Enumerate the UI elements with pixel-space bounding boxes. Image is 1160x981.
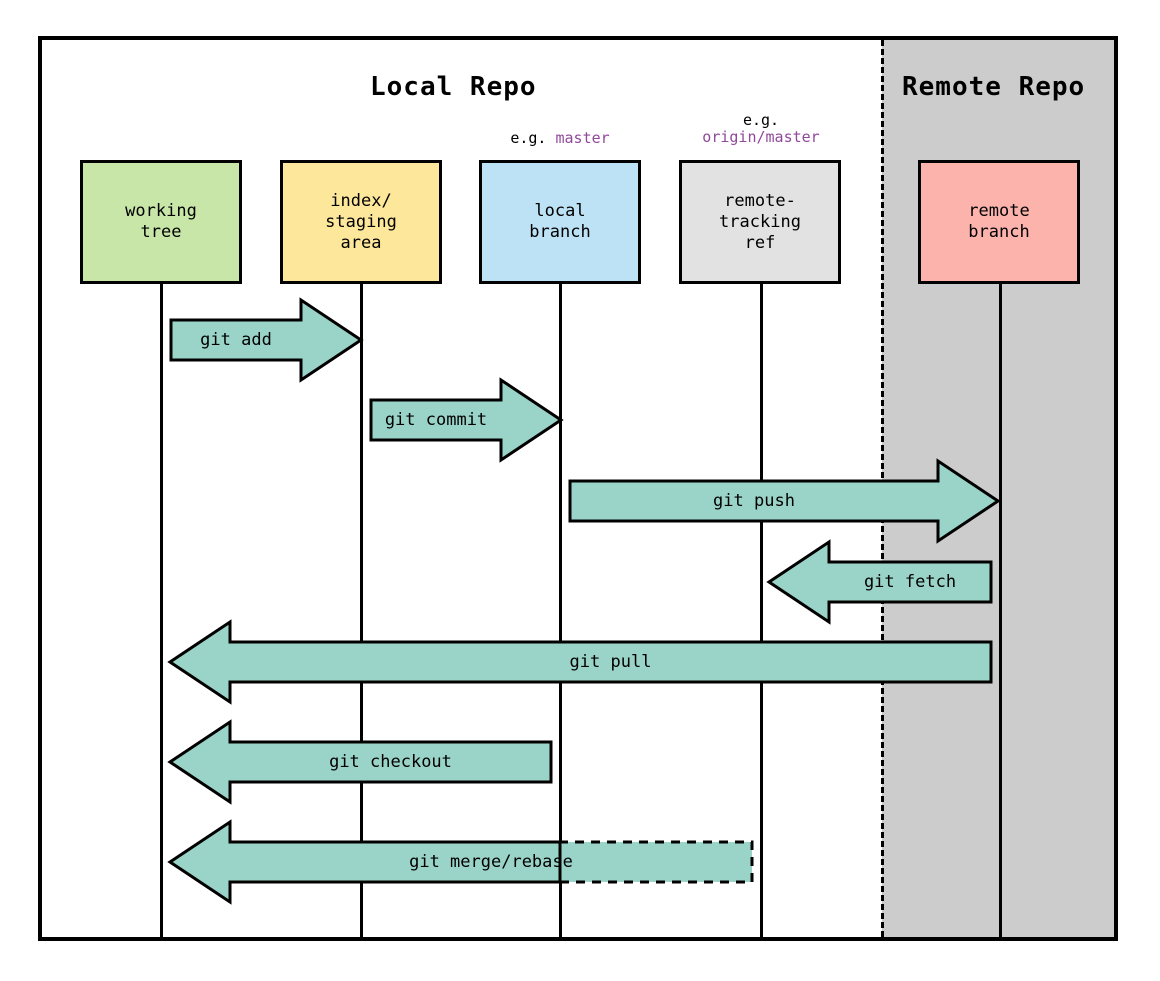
lifeline-working-tree bbox=[160, 283, 163, 938]
node-label: local branch bbox=[529, 201, 591, 242]
node-working-tree[interactable]: working tree bbox=[80, 160, 242, 284]
remote-repo-title: Remote Repo bbox=[902, 72, 1086, 102]
arrow-label-git-fetch: git fetch bbox=[863, 572, 957, 592]
lifeline-local-branch bbox=[559, 283, 562, 938]
arrow-label-git-pull: git pull bbox=[569, 652, 652, 672]
lifeline-remote-branch bbox=[999, 283, 1002, 938]
arrow-label-git-push: git push bbox=[713, 491, 795, 511]
node-label: working tree bbox=[125, 201, 197, 242]
arrow-git-fetch[interactable]: git fetch bbox=[766, 539, 994, 625]
remote-tracking-example-caption: e.g. origin/master bbox=[665, 112, 857, 146]
caption-prefix: e.g. bbox=[510, 129, 556, 147]
arrow-git-checkout[interactable]: git checkout bbox=[167, 719, 554, 805]
arrow-git-commit[interactable]: git commit bbox=[368, 377, 568, 463]
arrow-label-git-merge-rebase: git merge/rebase bbox=[409, 852, 573, 872]
arrow-git-pull[interactable]: git pull bbox=[167, 619, 994, 705]
arrow-label-git-checkout: git checkout bbox=[329, 752, 452, 772]
arrow-label-git-add: git add bbox=[200, 330, 272, 350]
arrow-git-merge-rebase[interactable]: git merge/rebase bbox=[167, 819, 757, 905]
lifeline-index bbox=[360, 283, 363, 938]
node-label: index/ staging area bbox=[325, 190, 397, 253]
caption-prefix: e.g. bbox=[742, 111, 780, 129]
arrow-label-git-commit: git commit bbox=[384, 410, 488, 430]
local-repo-title: Local Repo bbox=[370, 72, 537, 102]
arrow-git-push[interactable]: git push bbox=[567, 458, 1005, 544]
caption-ref: origin/master bbox=[702, 128, 820, 146]
node-remote-tracking-ref[interactable]: remote- tracking ref bbox=[679, 160, 841, 284]
lifeline-remote-tracking bbox=[760, 283, 763, 938]
node-index-staging-area[interactable]: index/ staging area bbox=[280, 160, 442, 284]
caption-ref: master bbox=[555, 129, 610, 147]
node-remote-branch[interactable]: remote branch bbox=[918, 160, 1080, 284]
node-local-branch[interactable]: local branch bbox=[479, 160, 641, 284]
arrow-git-add[interactable]: git add bbox=[168, 297, 368, 383]
node-label: remote branch bbox=[968, 201, 1030, 242]
local-branch-example-caption: e.g. master bbox=[480, 130, 640, 147]
node-label: remote- tracking ref bbox=[719, 190, 801, 253]
